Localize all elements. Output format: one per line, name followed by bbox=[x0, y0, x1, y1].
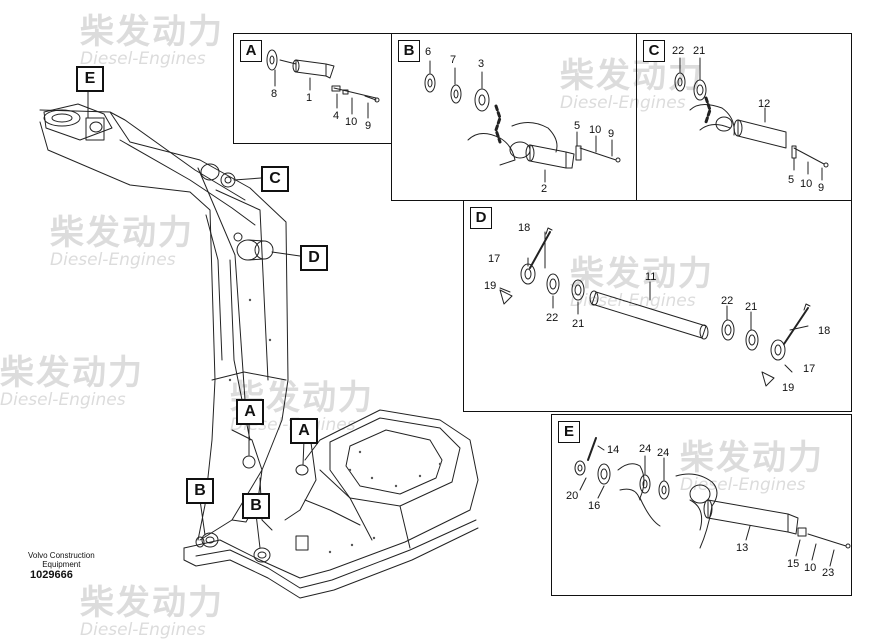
panel-d-tag: D bbox=[470, 207, 492, 229]
part-number: 1 bbox=[306, 92, 313, 104]
panel-e-tag: E bbox=[558, 421, 580, 443]
part-number: 7 bbox=[450, 54, 457, 66]
part-number: 22 bbox=[721, 295, 734, 307]
part-number: 21 bbox=[745, 301, 758, 313]
detail-panel-e: E bbox=[551, 414, 852, 596]
callout-b-right: B bbox=[242, 493, 270, 519]
part-number: 22 bbox=[672, 45, 685, 57]
manufacturer-line-2: Equipment bbox=[42, 560, 81, 569]
part-number: 21 bbox=[572, 318, 585, 330]
manufacturer-label: Volvo Construction Equipment bbox=[28, 551, 95, 569]
part-number: 9 bbox=[608, 128, 615, 140]
part-number: 20 bbox=[566, 490, 579, 502]
part-number: 9 bbox=[818, 182, 825, 194]
part-number: 15 bbox=[787, 558, 800, 570]
part-number: 19 bbox=[484, 280, 497, 292]
part-number: 5 bbox=[788, 174, 795, 186]
part-number: 4 bbox=[333, 110, 340, 122]
manufacturer-line-1: Volvo Construction bbox=[28, 551, 95, 560]
part-number: 6 bbox=[425, 46, 432, 58]
part-number: 19 bbox=[782, 382, 795, 394]
callout-e: E bbox=[76, 66, 104, 92]
callout-a-right: A bbox=[290, 418, 318, 444]
part-number: 22 bbox=[546, 312, 559, 324]
panel-c-tag: C bbox=[643, 40, 665, 62]
part-number: 24 bbox=[657, 447, 670, 459]
part-number: 10 bbox=[589, 124, 602, 136]
part-number: 17 bbox=[488, 253, 501, 265]
part-number: 13 bbox=[736, 542, 749, 554]
callout-c: C bbox=[261, 166, 289, 192]
part-number: 18 bbox=[818, 325, 831, 337]
panel-a-tag: A bbox=[240, 40, 262, 62]
part-number: 10 bbox=[800, 178, 813, 190]
part-number: 23 bbox=[822, 567, 835, 579]
detail-panel-d: D bbox=[463, 200, 852, 412]
part-number: 10 bbox=[345, 116, 358, 128]
document-number: 1029666 bbox=[30, 569, 73, 581]
part-number: 8 bbox=[271, 88, 278, 100]
part-number: 11 bbox=[645, 271, 657, 283]
part-number: 12 bbox=[758, 98, 771, 110]
part-number: 18 bbox=[518, 222, 531, 234]
callout-a-left: A bbox=[236, 399, 264, 425]
part-number: 9 bbox=[365, 120, 372, 132]
part-number: 14 bbox=[607, 444, 620, 456]
part-number: 24 bbox=[639, 443, 652, 455]
panel-b-tag: B bbox=[398, 40, 420, 62]
part-number: 21 bbox=[693, 45, 706, 57]
part-number: 5 bbox=[574, 120, 581, 132]
part-number: 2 bbox=[541, 183, 548, 195]
part-number: 16 bbox=[588, 500, 601, 512]
callout-d: D bbox=[300, 245, 328, 271]
detail-panel-b: B bbox=[391, 33, 637, 201]
part-number: 3 bbox=[478, 58, 485, 70]
part-number: 10 bbox=[804, 562, 817, 574]
detail-panel-c: C bbox=[636, 33, 852, 201]
part-number: 17 bbox=[803, 363, 816, 375]
callout-b-left: B bbox=[186, 478, 214, 504]
